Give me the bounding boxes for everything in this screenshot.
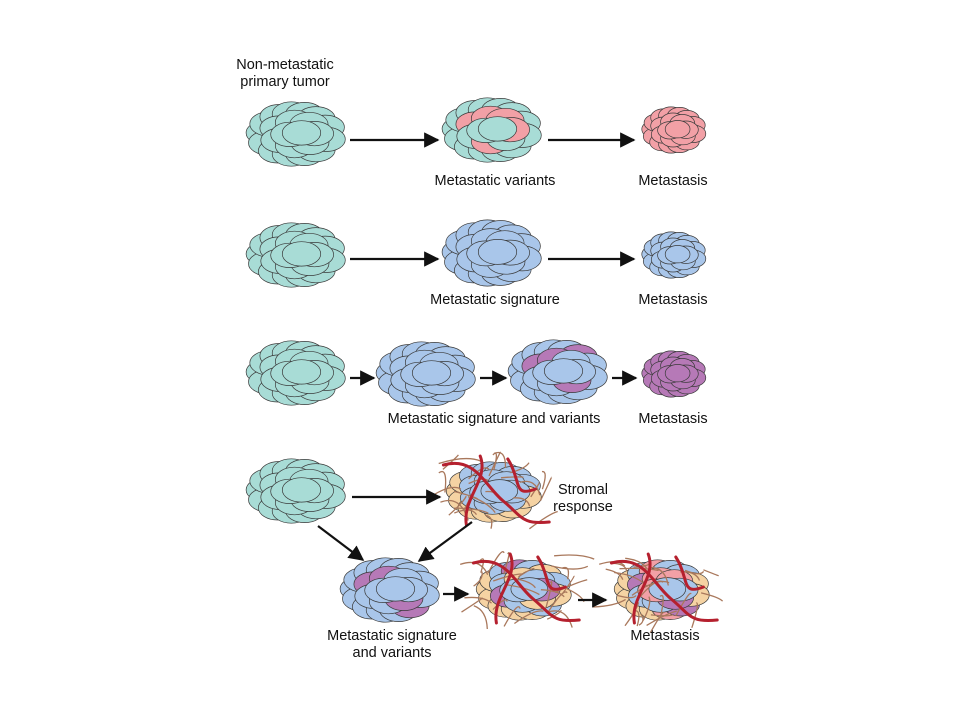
- fibroblast-fiber: [562, 575, 575, 594]
- row4-signature-variants-label: Metastatic signature and variants: [312, 628, 472, 662]
- primary-tumor-label-line2: primary tumor: [240, 74, 330, 90]
- tumor-cell: [411, 360, 452, 386]
- stromal-response-tumor: [425, 451, 558, 530]
- fibroblast-fiber: [530, 482, 540, 498]
- row3-metastasis-tumor: [641, 350, 707, 398]
- fibroblast-fiber: [473, 605, 488, 630]
- primary-tumor-label-line1: Non-metastatic: [236, 57, 334, 73]
- tumor-cell: [664, 120, 691, 139]
- fibroblast-fiber: [540, 589, 565, 598]
- fibroblast-fiber: [529, 510, 558, 530]
- fibroblast-fiber: [513, 497, 531, 507]
- signature-and-variants-label: Metastatic signature and variants: [387, 411, 601, 427]
- blood-vessel: [464, 454, 484, 527]
- stromal-response-label: Stromal response: [548, 482, 618, 516]
- tumor-cell: [477, 116, 518, 142]
- fibroblast-fiber: [514, 577, 536, 589]
- fibroblast-fiber: [546, 609, 562, 620]
- row1-metastasis-label: Metastasis: [638, 173, 708, 189]
- blood-vessel: [674, 555, 705, 591]
- fibroblast-fiber: [518, 567, 535, 578]
- fibroblast-fiber: [703, 569, 719, 577]
- fibroblast-fiber: [551, 565, 589, 570]
- blood-vessel: [471, 559, 581, 623]
- fibroblast-fiber: [492, 452, 498, 471]
- blood-vessel: [536, 555, 567, 591]
- fibroblast-fiber: [625, 557, 648, 569]
- row4-signature-variants-line1: Metastatic signature: [327, 628, 457, 644]
- stromal-response-label-line2: response: [553, 499, 613, 515]
- row2-metastasis-label: Metastasis: [638, 292, 708, 308]
- blood-vessel: [609, 559, 719, 623]
- fibroblast-fiber: [492, 599, 508, 611]
- tumor-cell: [281, 120, 322, 146]
- blood-vessel: [632, 552, 652, 625]
- fibroblast-fiber: [554, 579, 588, 593]
- fibroblast-fiber: [454, 507, 489, 514]
- tumor-cell: [281, 241, 322, 267]
- metastatic-variants-tumor: [441, 97, 542, 163]
- row4-signature-variants-line2: and variants: [352, 645, 432, 661]
- tumor-cell: [477, 239, 518, 265]
- signature-variants-tumor-row3: [507, 339, 608, 405]
- fibroblast-fiber: [487, 551, 505, 574]
- metastatic-signature-tumor: [441, 219, 542, 287]
- fibroblast-fiber: [470, 495, 496, 513]
- primary-tumor-row3: [245, 340, 346, 406]
- primary-tumor-label: Non-metastatic primary tumor: [220, 57, 350, 91]
- fibroblast-fiber: [468, 478, 489, 485]
- blood-vessel: [441, 461, 551, 525]
- row1-metastasis-tumor: [641, 106, 707, 154]
- fibroblast-fiber: [541, 470, 546, 490]
- blood-vessel: [506, 457, 537, 493]
- fibroblast-fiber: [646, 610, 677, 626]
- fibroblast-fiber: [612, 562, 628, 572]
- stromal-signature-variants-tumor: [459, 551, 595, 630]
- signature-variants-tumor-row4: [339, 557, 440, 623]
- arrow-row4-diag-left: [317, 525, 365, 561]
- tumor-cell: [543, 358, 584, 384]
- fibroblast-fiber: [659, 594, 664, 618]
- tumor-cell: [664, 245, 691, 264]
- primary-tumor-row2: [245, 222, 346, 288]
- fibroblast-fiber: [519, 480, 541, 496]
- fibroblast-fiber: [473, 571, 483, 587]
- primary-tumor-row1: [245, 101, 346, 167]
- row4-metastasis-tumor: [592, 552, 724, 634]
- fibroblast-fiber: [649, 566, 669, 586]
- signature-tumor-row3: [375, 341, 476, 407]
- fibroblast-fiber: [675, 592, 692, 617]
- tumor-cell: [664, 364, 691, 383]
- tumor-cell: [375, 576, 416, 602]
- fibroblast-fiber: [554, 554, 595, 560]
- fibroblast-fiber: [438, 457, 482, 465]
- fibroblast-fiber: [638, 613, 644, 626]
- tumor-cell: [281, 359, 322, 385]
- row4-metastasis-label: Metastasis: [630, 628, 700, 644]
- fibroblast-fiber: [546, 610, 573, 628]
- arrow-row4-diag-right: [417, 521, 473, 562]
- primary-tumor-row4: [245, 458, 346, 524]
- fibroblast-fiber: [700, 592, 724, 602]
- fibroblast-fiber: [514, 610, 544, 625]
- blood-vessel: [494, 552, 514, 625]
- metastatic-variants-label: Metastatic variants: [434, 173, 556, 189]
- fibroblast-fiber: [485, 514, 493, 529]
- row2-metastasis-tumor: [641, 231, 707, 279]
- fibroblast-fiber: [691, 602, 699, 628]
- metastatic-signature-label: Metastatic signature: [430, 292, 560, 308]
- tumor-cell: [281, 477, 322, 503]
- stromal-response-label-line1: Stromal: [558, 482, 608, 498]
- row3-metastasis-label: Metastasis: [638, 411, 708, 427]
- fibroblast-fiber: [461, 597, 484, 613]
- fibroblast-fiber: [503, 606, 521, 627]
- fibroblast-fiber: [642, 596, 651, 621]
- fibroblast-fiber: [637, 580, 664, 600]
- fibroblast-fiber: [684, 569, 705, 575]
- fibroblast-fiber: [616, 594, 637, 599]
- fibroblast-fiber: [448, 495, 467, 516]
- fibroblast-fiber: [547, 591, 568, 613]
- fibroblast-fiber: [442, 454, 459, 470]
